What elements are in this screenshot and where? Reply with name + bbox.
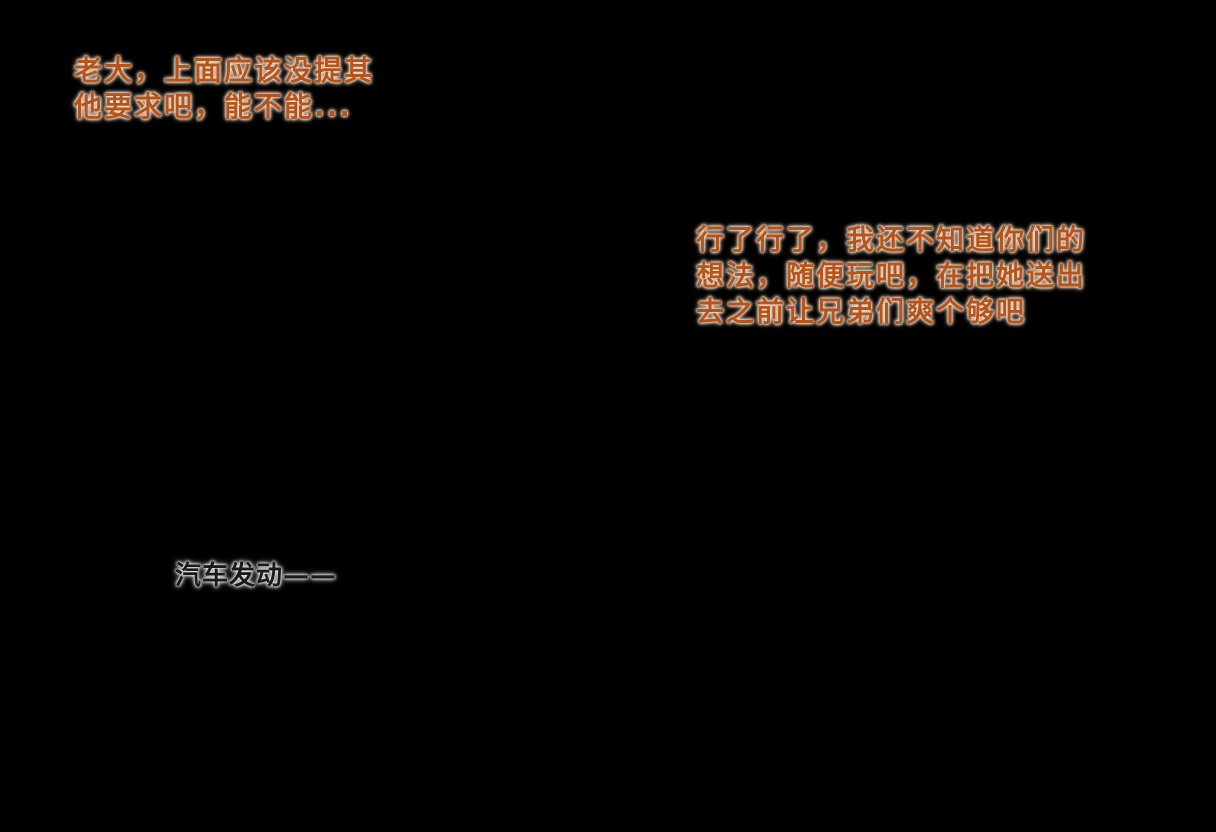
dialogue-line: 老大，上面应该没提其 [74, 54, 375, 87]
sound-effect-caption: 汽车发动—— [175, 559, 337, 593]
dialogue-caption-right: 行了行了，我还不知道你们的 想法，随便玩吧，在把她送出 去之前让兄弟们爽个够吧 [696, 222, 1086, 330]
dialogue-line: 想法，随便玩吧，在把她送出 [696, 259, 1087, 292]
dialogue-caption-top-left: 老大，上面应该没提其 他要求吧，能不能... [74, 53, 374, 125]
dialogue-line: 去之前让兄弟们爽个够吧 [696, 295, 1027, 328]
dialogue-line: 行了行了，我还不知道你们的 [696, 223, 1087, 256]
dialogue-line: 他要求吧，能不能... [74, 90, 352, 123]
sound-effect-text: 汽车发动—— [175, 561, 338, 591]
